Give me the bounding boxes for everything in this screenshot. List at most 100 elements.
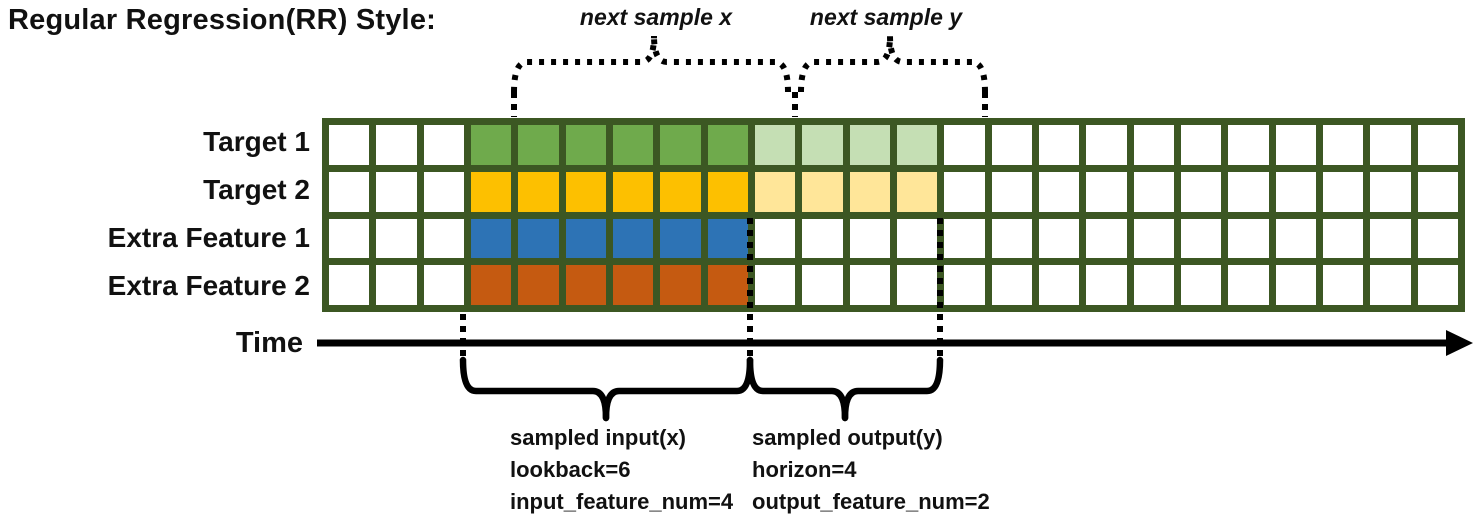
grid-cell [423, 171, 464, 212]
grid-cell [329, 125, 370, 165]
grid-cell [376, 171, 417, 212]
grid-cell [802, 265, 843, 305]
grid-cell [423, 265, 464, 305]
grid-cell [1038, 218, 1080, 259]
grid-cell [944, 171, 985, 212]
grid-cell [1133, 171, 1174, 212]
grid-cell [1370, 265, 1411, 305]
sampled-output-line: sampled output(y) [752, 425, 943, 450]
grid-cell [423, 218, 464, 259]
grid-cell [376, 125, 417, 165]
grid-cell [612, 171, 654, 212]
sampled-input-line: sampled input(x) [510, 425, 687, 450]
grid-cell [1228, 171, 1269, 212]
grid-cell [565, 125, 606, 165]
grid-cell [754, 171, 796, 212]
top-brace-dotted-drops [511, 92, 988, 117]
grid-cell [1180, 125, 1222, 165]
grid-cell [1417, 171, 1458, 212]
grid-cell [1180, 265, 1222, 305]
grid-cell [1038, 265, 1080, 305]
row-label-extra-feature-1: Extra Feature 1 [107, 222, 310, 253]
grid-cell [896, 265, 938, 305]
grid-cell [660, 265, 701, 305]
grid-cell [470, 171, 512, 212]
sampled-input-note: sampled input(x) lookback=6 input_featur… [510, 422, 733, 516]
grid-cell [612, 265, 654, 305]
grid-cell [754, 265, 796, 305]
grid-cell [707, 265, 748, 305]
grid-cell [707, 125, 748, 165]
grid-cell [376, 218, 417, 259]
grid-cell [565, 171, 606, 212]
grid-cell [660, 125, 701, 165]
page-title: Regular Regression(RR) Style: [8, 4, 436, 36]
horizon-line: horizon=4 [752, 457, 857, 482]
grid-cell [660, 218, 701, 259]
sample-grid [322, 118, 1465, 312]
grid-cell [1322, 125, 1364, 165]
row-label-target-2: Target 2 [203, 174, 310, 205]
grid-cell [1275, 265, 1316, 305]
grid-cell [1322, 265, 1364, 305]
grid-cell [1038, 171, 1080, 212]
grid-cell [470, 218, 512, 259]
grid-cell [660, 171, 701, 212]
grid-cell [423, 125, 464, 165]
grid-cell [1086, 171, 1127, 212]
grid-cell [896, 218, 938, 259]
grid-cell [849, 171, 890, 212]
next-sample-y-label: next sample y [809, 4, 963, 30]
sampled-output-note: sampled output(y) horizon=4 output_featu… [752, 422, 990, 516]
arrowhead-icon [1446, 330, 1473, 356]
grid-cell [802, 125, 843, 165]
grid-cell [849, 265, 890, 305]
next-sample-x-brace [511, 35, 791, 93]
grid-cell [329, 171, 370, 212]
time-axis-label: Time [235, 327, 303, 359]
grid-cell [1370, 171, 1411, 212]
grid-cell [565, 265, 606, 305]
grid-cell [944, 125, 985, 165]
grid-cell [896, 171, 938, 212]
next-sample-y-brace [798, 35, 988, 93]
grid-cell [470, 265, 512, 305]
grid-cell [1275, 171, 1316, 212]
grid-cell [1417, 218, 1458, 259]
grid-cell [707, 218, 748, 259]
grid-cell [612, 125, 654, 165]
grid-cell [1133, 265, 1174, 305]
grid-cell [1086, 265, 1127, 305]
grid-cell [802, 171, 843, 212]
grid-cell [1228, 218, 1269, 259]
sampled-input-brace [459, 356, 754, 422]
grid-cell [1228, 265, 1269, 305]
grid-cell [1275, 218, 1316, 259]
grid-cell [707, 171, 748, 212]
lookback-line: lookback=6 [510, 457, 631, 482]
grid-cell [1180, 218, 1222, 259]
grid-cell [849, 125, 890, 165]
row-label-extra-feature-2: Extra Feature 2 [107, 270, 310, 301]
grid-cell [470, 125, 512, 165]
grid-cell [754, 125, 796, 165]
grid-cell [991, 218, 1032, 259]
grid-cell [754, 218, 796, 259]
grid-cell [1417, 265, 1458, 305]
grid-cell [329, 218, 370, 259]
grid-cell [518, 218, 559, 259]
grid-cell [518, 265, 559, 305]
grid-cell [1417, 125, 1458, 165]
grid-cell [1180, 171, 1222, 212]
grid-cell [612, 218, 654, 259]
grid-cell [896, 125, 938, 165]
time-arrow [317, 330, 1473, 356]
input-feature-line: input_feature_num=4 [510, 489, 734, 514]
grid-cell [849, 218, 890, 259]
grid-cell [1133, 125, 1174, 165]
grid-cell [518, 171, 559, 212]
grid-cell [802, 218, 843, 259]
grid-cell [1228, 125, 1269, 165]
grid-cell [991, 125, 1032, 165]
